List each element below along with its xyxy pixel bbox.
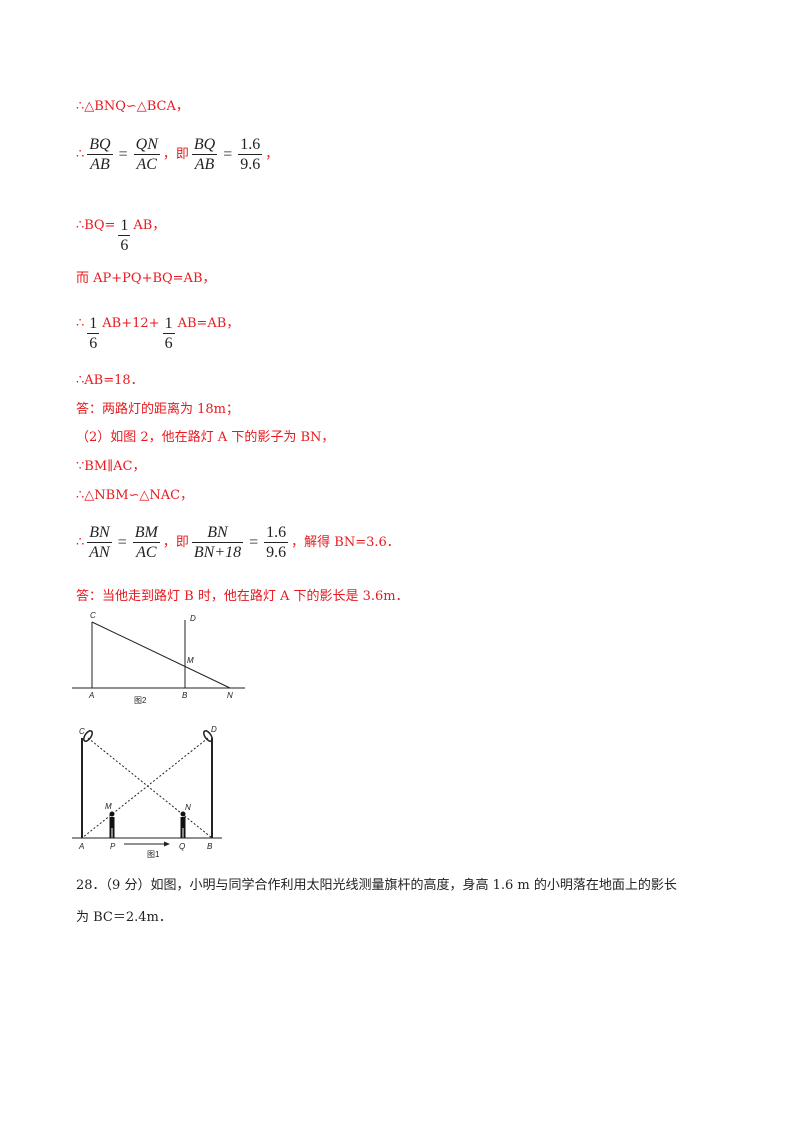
answer-line-1: 答：两路灯的距离为 18m； [76, 402, 240, 417]
therefore-symbol: ∴ [76, 535, 85, 550]
answer-line-2: 答：当他走到路灯 B 时，他在路灯 A 下的影长是 3.6m． [76, 589, 409, 604]
punctuation: ， [265, 147, 279, 162]
figure-2-caption: 图2 [134, 696, 147, 705]
figure-2: C D M A B N 图2 [72, 612, 245, 705]
connector-text: ，即 [162, 535, 189, 550]
solution-line-4: 而 AP+PQ+BQ=AB， [76, 271, 216, 286]
label-b: B [182, 691, 188, 700]
light-ray-d [81, 737, 209, 839]
solution-line-10: ∴△NBM∽△NAC， [76, 488, 194, 503]
solution-line-9: ∵BM∥AC， [76, 459, 146, 474]
person-n-icon [180, 811, 186, 838]
ab-suffix: AB， [133, 218, 166, 233]
lamp-d-icon [203, 730, 213, 742]
label-n: N [227, 691, 233, 700]
person-m-icon [109, 811, 115, 838]
figure-1: C D M N A P Q B 图1 [72, 725, 222, 859]
label-a: A [88, 691, 94, 700]
figure-1-caption: 图1 [147, 850, 160, 859]
light-ray-c [87, 737, 213, 839]
label-d: D [190, 614, 196, 623]
solution-line-6: ∴AB=18． [76, 373, 144, 388]
solution-line-8: （2）如图 2，他在路灯 A 下的影子为 BN， [76, 430, 335, 445]
label-c: C [79, 727, 85, 736]
connector-text: ，即 [162, 147, 189, 162]
label-b: B [207, 842, 213, 851]
label-c: C [90, 612, 96, 620]
label-p: P [110, 842, 116, 851]
equation-middle: AB+12+ [102, 316, 160, 331]
question-28-line-2: 为 BC＝2.4m． [76, 910, 172, 925]
label-m: M [105, 802, 112, 811]
therefore-symbol: ∴ [76, 316, 85, 331]
equation-end: AB=AB， [177, 316, 240, 331]
arrow-head-icon [164, 841, 170, 847]
result-text: ，解得 BN=3.6． [291, 535, 400, 550]
label-m: M [187, 656, 194, 665]
label-d: D [211, 725, 217, 734]
label-n: N [185, 803, 191, 812]
light-ray-cn [91, 621, 231, 689]
therefore-symbol: ∴ [76, 147, 85, 162]
label-a: A [78, 842, 84, 851]
solution-line-1: ∴△BNQ∽△BCA， [76, 99, 189, 114]
label-q: Q [179, 842, 185, 851]
lamp-c-icon [83, 730, 93, 742]
bq-prefix: ∴BQ= [76, 218, 116, 233]
question-28-line-1: 28．（9 分）如图，小明与同学合作利用太阳光线测量旗杆的高度，身高 1.6 m… [76, 878, 677, 893]
